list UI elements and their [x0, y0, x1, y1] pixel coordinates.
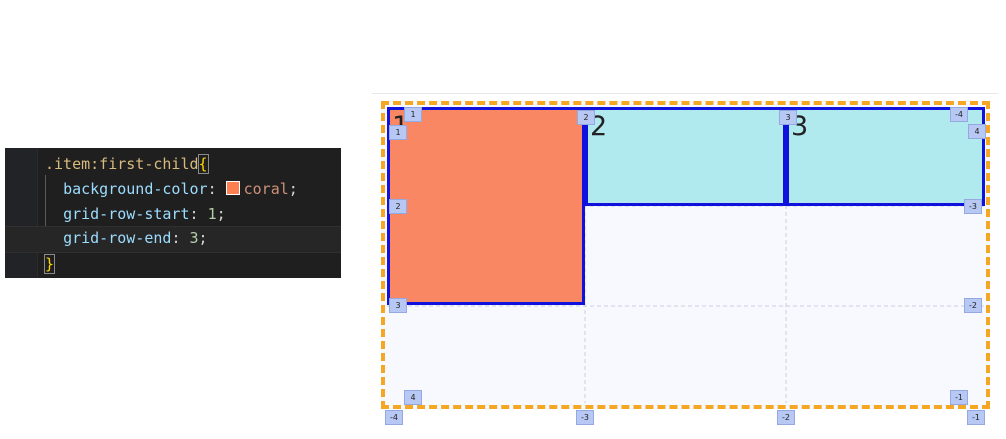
color-swatch-icon[interactable]: [225, 181, 240, 195]
line-number-badge: 1: [389, 125, 407, 140]
open-brace: {: [197, 154, 209, 174]
line-number-badge: 2: [577, 110, 595, 125]
code-line-decl: background-color: coral;: [63, 180, 298, 198]
close-brace: }: [43, 254, 56, 274]
css-value: coral: [243, 180, 289, 198]
editor-gutter: [5, 148, 38, 278]
css-value: 1: [207, 205, 217, 223]
grid-item-2[interactable]: 2: [585, 107, 786, 206]
line-number-badge: -3: [576, 410, 594, 425]
line-number-badge: -4: [385, 410, 403, 425]
line-number-badge: 3: [389, 298, 407, 313]
line-number-badge: 1: [404, 107, 422, 122]
code-line-selector: .item:first-child{: [45, 152, 209, 177]
line-number-badge: -2: [964, 298, 982, 313]
line-number-badge: 2: [389, 199, 407, 214]
css-selector: .item:first-child: [45, 155, 199, 173]
code-line-close: }: [43, 252, 56, 277]
line-number-badge: -1: [967, 410, 985, 425]
css-property: grid-row-start: [63, 205, 190, 223]
line-number-badge: 4: [968, 124, 986, 139]
css-property: background-color: [63, 180, 208, 198]
code-editor[interactable]: .item:first-child{ background-color: cor…: [5, 148, 341, 278]
code-line-current: grid-row-end: 3;: [5, 226, 341, 253]
line-number-badge: -1: [950, 390, 968, 405]
code-line-decl: grid-row-start: 1;: [63, 205, 226, 223]
grid-item-3[interactable]: 3: [786, 107, 985, 206]
line-number-badge: 4: [404, 390, 422, 405]
line-number-badge: -2: [777, 410, 795, 425]
grid-item-1[interactable]: 1: [387, 107, 585, 305]
css-property: grid-row-end: [63, 229, 172, 247]
preview-divider: [372, 93, 998, 94]
indent-guide: [45, 175, 46, 247]
line-number-badge: 3: [779, 110, 797, 125]
line-number-badge: -4: [950, 107, 968, 122]
line-number-badge: -3: [964, 199, 982, 214]
css-value: 3: [189, 229, 199, 247]
